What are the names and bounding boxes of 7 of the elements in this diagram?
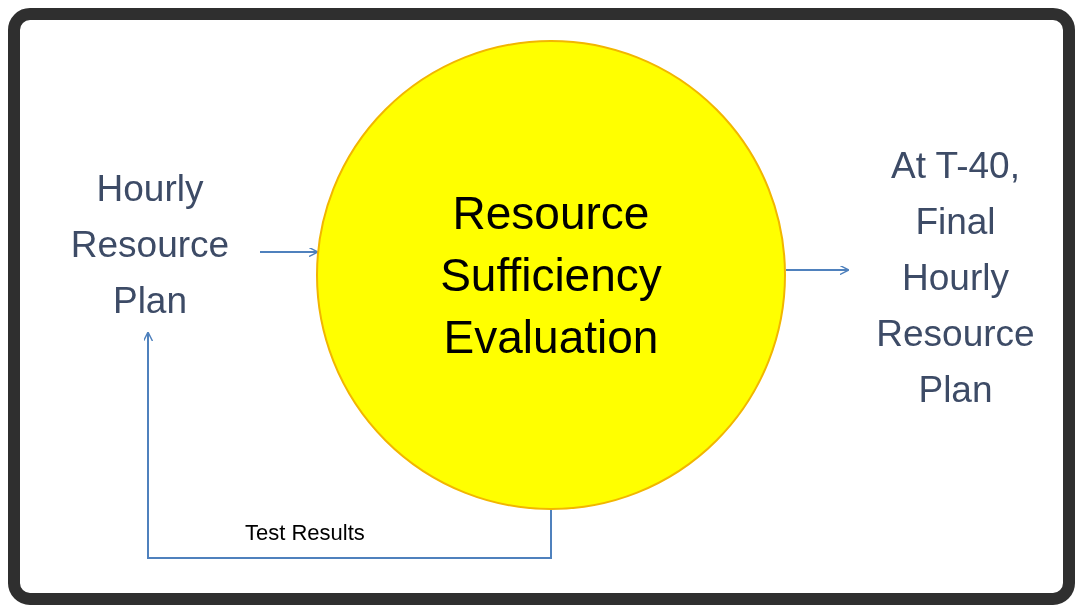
node-text: At T-40, Final Hourly Resource Plan bbox=[875, 143, 1036, 412]
arrow bbox=[784, 264, 850, 276]
node-text: Resource Sufficiency Evaluation bbox=[439, 186, 663, 365]
node-text: Hourly Resource Plan bbox=[69, 167, 231, 323]
arrow bbox=[259, 246, 319, 258]
edge-label: Test Results bbox=[245, 520, 365, 546]
arrow bbox=[142, 331, 552, 559]
